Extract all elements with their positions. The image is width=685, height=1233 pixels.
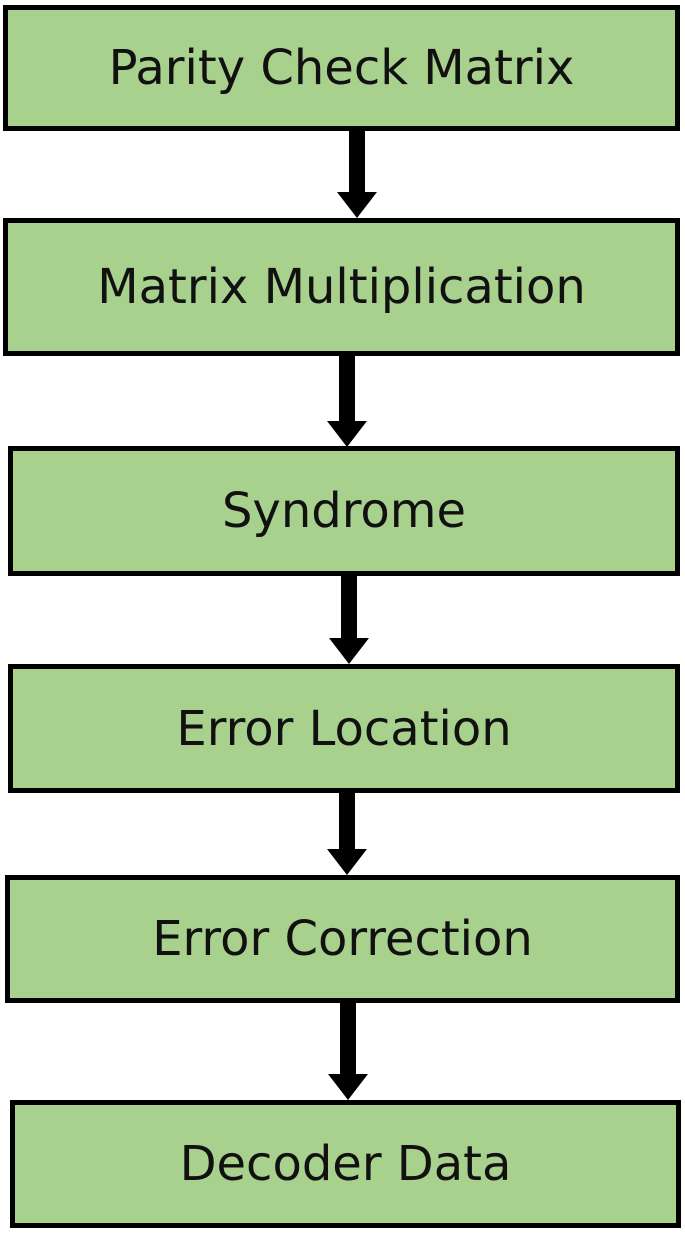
down-arrow-icon (328, 1000, 368, 1100)
step-label: Error Correction (152, 911, 533, 967)
step-syndrome: Syndrome (8, 446, 680, 576)
step-error-location: Error Location (8, 664, 680, 793)
down-arrow-icon (327, 353, 367, 447)
down-arrow-icon (327, 790, 367, 875)
step-label: Error Location (176, 700, 512, 757)
step-error-correction: Error Correction (5, 875, 680, 1003)
step-decoder-data: Decoder Data (10, 1100, 681, 1228)
step-label: Matrix Multiplication (97, 259, 586, 315)
step-matrix-multiplication: Matrix Multiplication (3, 218, 680, 356)
step-parity-check-matrix: Parity Check Matrix (3, 5, 680, 131)
step-label: Syndrome (221, 483, 467, 539)
down-arrow-icon (329, 573, 369, 664)
step-label: Decoder Data (179, 1136, 512, 1192)
step-label: Parity Check Matrix (108, 40, 575, 96)
down-arrow-icon (337, 128, 377, 218)
